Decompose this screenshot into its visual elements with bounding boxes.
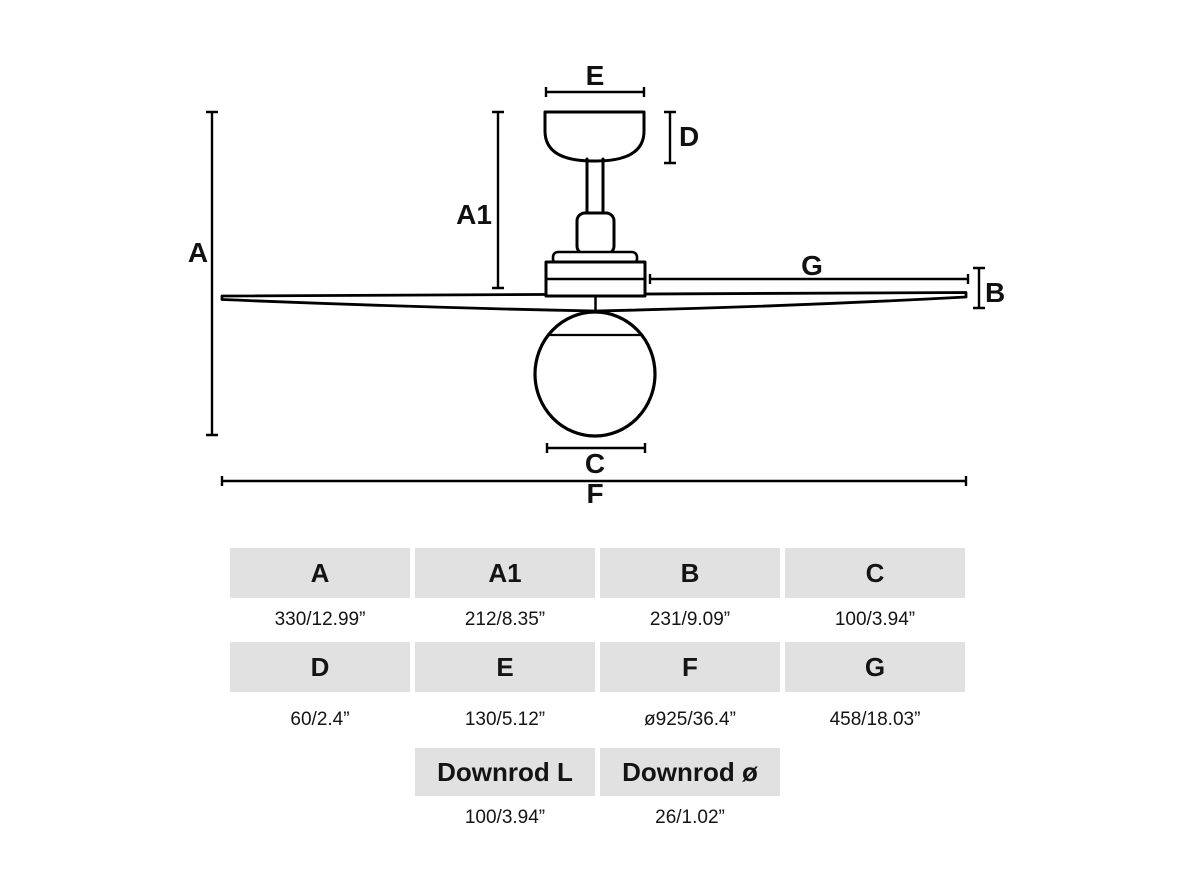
header-cell-downrod-length: Downrod L: [415, 748, 595, 796]
dim-line-F: [220, 476, 968, 486]
dim-label-E: E: [586, 60, 605, 91]
ceiling-canopy: [543, 110, 646, 163]
dim-label-A1: A1: [456, 199, 492, 230]
header-cell-B: B: [600, 548, 780, 598]
value-cell-D: 60/2.4”: [230, 692, 410, 748]
dim-line-B: [973, 266, 985, 310]
header-cell-C: C: [785, 548, 965, 598]
value-cell-downrod-length: 100/3.94”: [415, 796, 595, 840]
header-cell-F: F: [600, 642, 780, 692]
dimension-table: A A1 B C 330/12.99” 212/8.35” 231/9.09” …: [230, 548, 965, 843]
dim-line-E: [544, 87, 646, 97]
value-cell-A: 330/12.99”: [230, 598, 410, 642]
header-cell-downrod-diameter: Downrod ø: [600, 748, 780, 796]
dimension-lines: [206, 87, 985, 486]
fan-dimension-diagram: A A1 E D G B C F: [188, 60, 1005, 509]
dim-label-A: A: [188, 237, 208, 268]
value-cell-A1: 212/8.35”: [415, 598, 595, 642]
downrod: [585, 157, 605, 217]
dim-label-B: B: [985, 277, 1005, 308]
dim-label-F: F: [586, 478, 603, 509]
table-value-row-3: 100/3.94” 26/1.02”: [230, 796, 965, 840]
header-cell-A1: A1: [415, 548, 595, 598]
value-cell-E: 130/5.12”: [415, 692, 595, 748]
header-cell-D: D: [230, 642, 410, 692]
value-cell-C: 100/3.94”: [785, 598, 965, 642]
header-cell-E: E: [415, 642, 595, 692]
header-cell-A: A: [230, 548, 410, 598]
value-cell-F: ø925/36.4”: [600, 692, 780, 748]
table-value-row-1: 330/12.99” 212/8.35” 231/9.09” 100/3.94”: [230, 598, 965, 642]
ceiling-fan-drawing: [220, 110, 968, 438]
value-cell-B: 231/9.09”: [600, 598, 780, 642]
table-header-row-1: A A1 B C: [230, 548, 965, 598]
value-cell-downrod-diameter: 26/1.02”: [600, 796, 780, 840]
table-header-row-2: D E F G: [230, 642, 965, 692]
table-value-row-2: 60/2.4” 130/5.12” ø925/36.4” 458/18.03”: [230, 692, 965, 748]
dim-line-G: [648, 274, 970, 284]
dim-line-D: [664, 110, 676, 165]
light-globe: [533, 310, 657, 438]
dim-label-C: C: [585, 448, 605, 479]
dim-line-C: [545, 443, 647, 453]
table-header-row-3: Downrod L Downrod ø: [230, 748, 965, 796]
value-cell-G: 458/18.03”: [785, 692, 965, 748]
dim-line-A: [206, 110, 218, 437]
dim-label-G: G: [801, 250, 823, 281]
dim-line-A1: [492, 110, 504, 290]
dim-label-D: D: [679, 121, 699, 152]
header-cell-G: G: [785, 642, 965, 692]
downrod-coupling: [575, 211, 616, 256]
dimension-labels: A A1 E D G B C F: [188, 60, 1005, 509]
